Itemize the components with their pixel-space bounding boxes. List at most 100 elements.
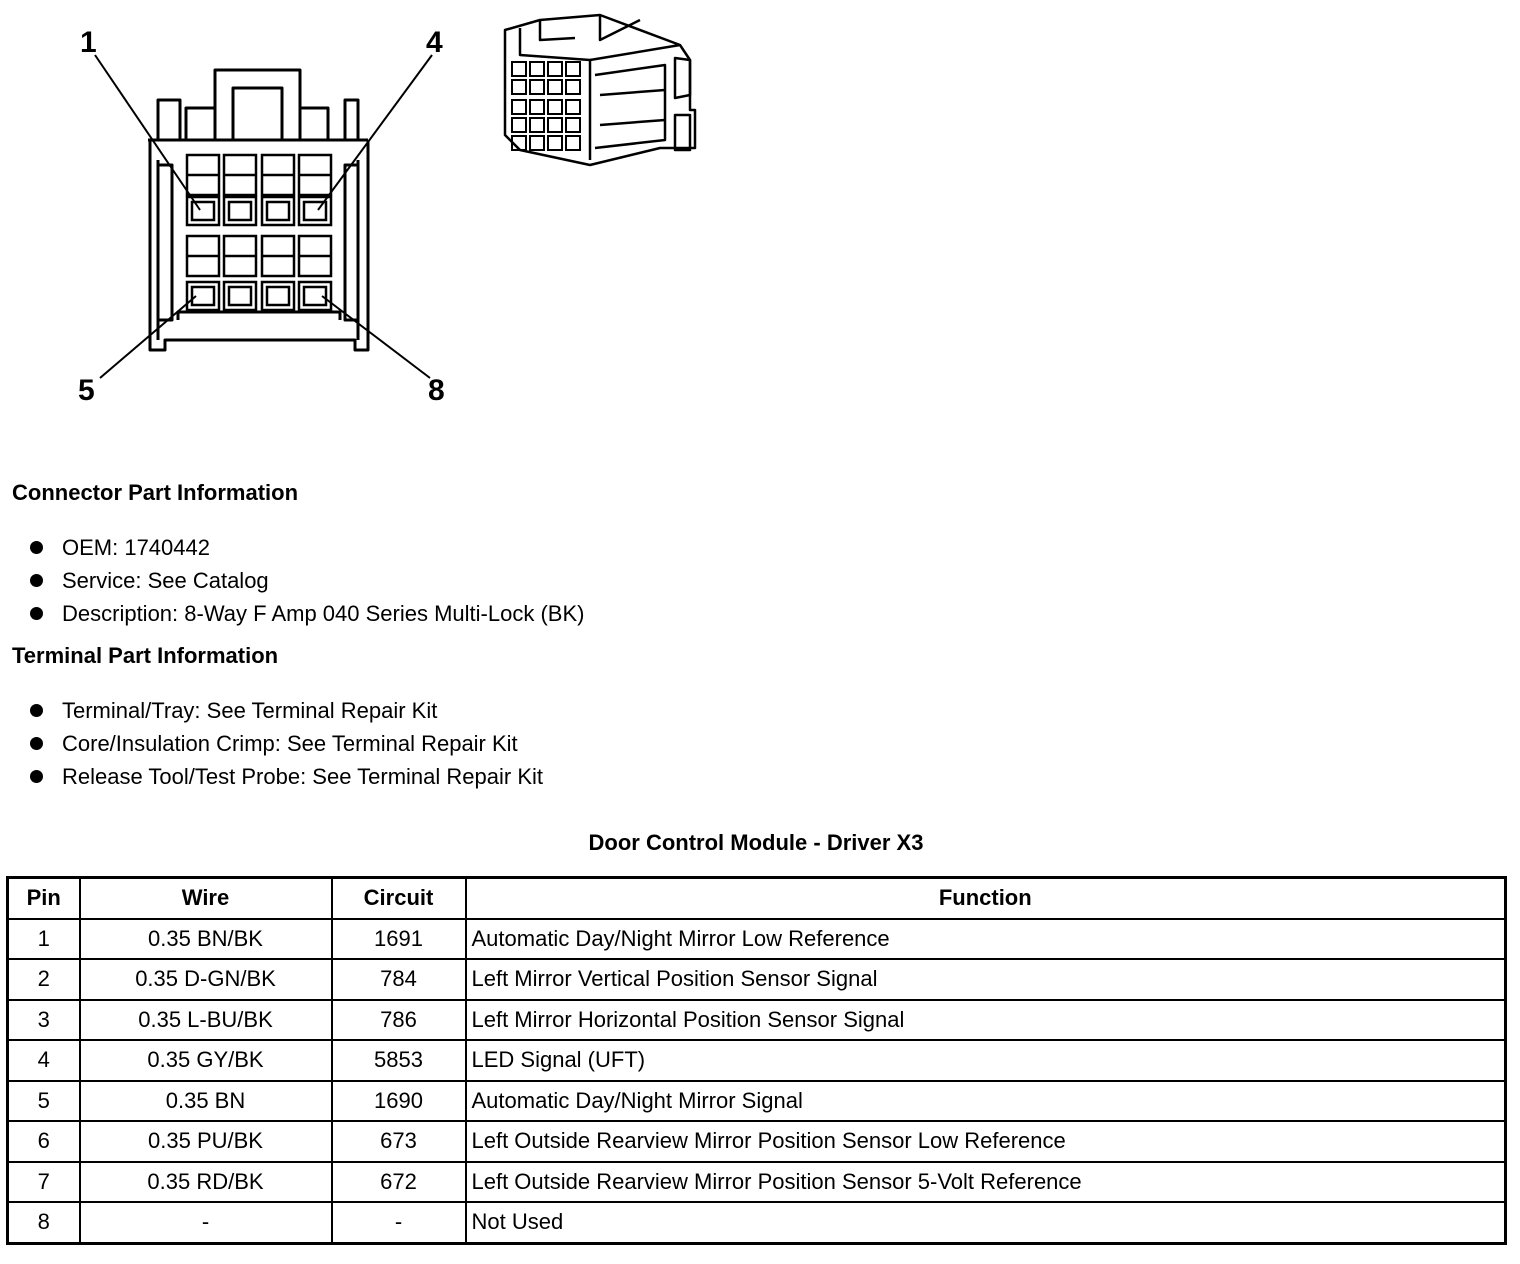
table-header-row: Pin Wire Circuit Function <box>6 876 1507 920</box>
isometric-cavity <box>565 61 581 77</box>
terminal-info-item: Release Tool/Test Probe: See Terminal Re… <box>30 760 543 793</box>
pin-cell: 5 <box>6 1079 81 1122</box>
pin-cell: 8 <box>6 1201 81 1244</box>
isometric-cavity <box>547 99 563 115</box>
connector-info-item: Service: See Catalog <box>30 564 584 597</box>
function-cell: Not Used <box>464 1201 1507 1244</box>
table-row: 6 0.35 PU/BK 673 Left Outside Rearview M… <box>6 1120 1507 1163</box>
terminal-pin-6 <box>222 280 258 312</box>
connector-part-info-title: Connector Part Information <box>12 480 299 505</box>
circuit-cell: 1690 <box>330 1079 467 1122</box>
pin-cell: 2 <box>6 958 81 1001</box>
connector-isometric-view <box>503 13 697 167</box>
function-cell: LED Signal (UFT) <box>464 1039 1507 1082</box>
connector-info-text: OEM: 1740442 <box>62 535 210 560</box>
terminal-pin-3 <box>260 195 296 227</box>
column-header-circuit: Circuit <box>330 876 467 920</box>
isometric-cavity <box>511 61 527 77</box>
isometric-cavity <box>565 99 581 115</box>
pin-cell: 3 <box>6 998 81 1041</box>
terminal-part-info-list: Terminal/Tray: See Terminal Repair Kit C… <box>30 694 543 793</box>
connector-diagram: 1 4 5 8 <box>78 13 697 407</box>
terminal-pin-7 <box>260 280 296 312</box>
circuit-cell: 784 <box>330 958 467 1001</box>
terminal-part-info-title: Terminal Part Information <box>12 643 279 668</box>
wire-cell: 0.35 PU/BK <box>78 1120 333 1163</box>
terminal-info-text: Release Tool/Test Probe: See Terminal Re… <box>62 764 543 789</box>
function-cell: Left Outside Rearview Mirror Position Se… <box>464 1160 1507 1203</box>
table-row: 3 0.35 L-BU/BK 786 Left Mirror Horizonta… <box>6 998 1507 1041</box>
circuit-cell: 1691 <box>330 917 467 960</box>
function-cell: Automatic Day/Night Mirror Low Reference <box>464 917 1507 960</box>
terminal-info-text: Core/Insulation Crimp: See Terminal Repa… <box>62 731 518 756</box>
pinout-table: Pin Wire Circuit Function 1 0.35 BN/BK 1… <box>6 876 1507 1245</box>
pin-label-4: 4 <box>426 26 443 59</box>
connector-info-text: Service: See Catalog <box>62 568 269 593</box>
pin-cell: 6 <box>6 1120 81 1163</box>
terminal-pin-socket <box>265 200 291 222</box>
pin-cell: 7 <box>6 1160 81 1203</box>
isometric-cavity <box>511 79 527 95</box>
isometric-cavity <box>529 79 545 95</box>
terminal-pin-socket <box>265 285 291 307</box>
isometric-cavity <box>511 99 527 115</box>
circuit-cell: 786 <box>330 998 467 1041</box>
pin-cell: 1 <box>6 917 81 960</box>
circuit-cell: 5853 <box>330 1039 467 1082</box>
pin-label-5: 5 <box>78 374 95 407</box>
bullet-icon <box>30 607 43 620</box>
table-title: Door Control Module - Driver X3 <box>588 830 924 855</box>
bullet-icon <box>30 737 43 750</box>
wire-cell: 0.35 BN/BK <box>78 917 333 960</box>
function-cell: Left Mirror Horizontal Position Sensor S… <box>464 998 1507 1041</box>
terminal-pin-5 <box>185 280 221 312</box>
connector-info-item: OEM: 1740442 <box>30 531 584 564</box>
isometric-cavity <box>565 79 581 95</box>
table-row: 1 0.35 BN/BK 1691 Automatic Day/Night Mi… <box>6 917 1507 960</box>
pin-label-1: 1 <box>80 26 97 59</box>
terminal-info-item: Terminal/Tray: See Terminal Repair Kit <box>30 694 543 727</box>
wire-cell: 0.35 RD/BK <box>78 1160 333 1203</box>
terminal-pin-socket <box>302 285 328 307</box>
wire-cell: 0.35 GY/BK <box>78 1039 333 1082</box>
terminal-pin-8 <box>297 280 333 312</box>
table-row: 5 0.35 BN 1690 Automatic Day/Night Mirro… <box>6 1079 1507 1122</box>
table-row: 7 0.35 RD/BK 672 Left Outside Rearview M… <box>6 1160 1507 1203</box>
table-row: 2 0.35 D-GN/BK 784 Left Mirror Vertical … <box>6 958 1507 1001</box>
isometric-cavity <box>529 61 545 77</box>
terminal-pin-socket <box>227 200 253 222</box>
terminal-cavities <box>185 153 333 312</box>
isometric-cavity <box>529 117 545 133</box>
bullet-icon <box>30 574 43 587</box>
terminal-pin-socket <box>227 285 253 307</box>
function-cell: Automatic Day/Night Mirror Signal <box>464 1079 1507 1122</box>
bullet-icon <box>30 541 43 554</box>
wire-cell: 0.35 BN <box>78 1079 333 1122</box>
isometric-cavity <box>529 135 545 151</box>
circuit-cell: - <box>330 1201 467 1244</box>
isometric-cavity <box>511 135 527 151</box>
pin-leader-lines <box>94 54 433 379</box>
terminal-pin-socket <box>302 200 328 222</box>
isometric-cavity <box>547 117 563 133</box>
table-body: 1 0.35 BN/BK 1691 Automatic Day/Night Mi… <box>6 917 1507 1244</box>
wire-cell: 0.35 L-BU/BK <box>78 998 333 1041</box>
isometric-cavity <box>547 135 563 151</box>
isometric-cavities <box>511 61 581 151</box>
connector-info-text: Description: 8-Way F Amp 040 Series Mult… <box>62 601 585 626</box>
connector-part-info-list: OEM: 1740442 Service: See Catalog Descri… <box>30 531 584 630</box>
bullet-icon <box>30 770 43 783</box>
circuit-cell: 672 <box>330 1160 467 1203</box>
terminal-info-item: Core/Insulation Crimp: See Terminal Repa… <box>30 727 543 760</box>
isometric-cavity <box>547 79 563 95</box>
terminal-info-text: Terminal/Tray: See Terminal Repair Kit <box>62 698 438 723</box>
pin-label-8: 8 <box>428 374 445 407</box>
function-cell: Left Outside Rearview Mirror Position Se… <box>464 1120 1507 1163</box>
isometric-cavity <box>547 61 563 77</box>
isometric-cavity <box>529 99 545 115</box>
isometric-cavity <box>565 135 581 151</box>
table-row: 4 0.35 GY/BK 5853 LED Signal (UFT) <box>6 1039 1507 1082</box>
isometric-cavity <box>511 117 527 133</box>
column-header-wire: Wire <box>78 876 333 920</box>
column-header-function: Function <box>464 876 1507 920</box>
